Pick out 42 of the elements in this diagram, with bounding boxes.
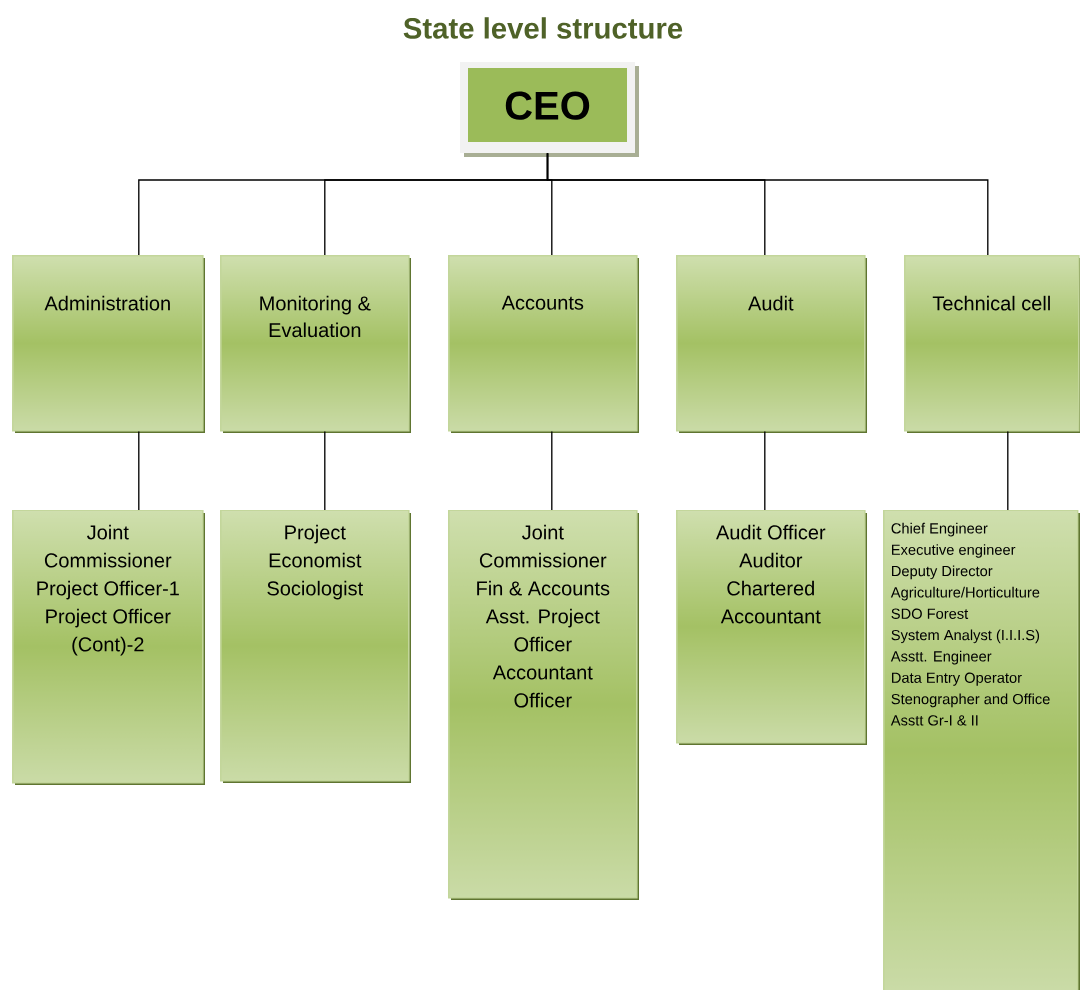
staff-role: Project Economist <box>269 524 362 568</box>
title: State level structure <box>403 17 683 39</box>
connector-line <box>546 152 989 256</box>
department-name: Monitoring & Evaluation <box>260 295 371 338</box>
ceo-box: CEO <box>460 62 639 157</box>
staff-role: System Analyst (I.I.I.S) <box>891 629 1040 644</box>
connector-line <box>138 430 140 511</box>
staff-role: Joint Commissioner Fin & Accounts <box>477 524 610 596</box>
staff-role: Asst. Project Officer <box>485 608 600 652</box>
department-box <box>448 255 639 433</box>
department-box <box>12 255 205 433</box>
staff-box <box>448 510 639 900</box>
staff-role: Project Officer-1 <box>37 580 179 600</box>
staff-role: Deputy Director Agriculture/Horticulture <box>890 565 1040 601</box>
staff-role: Sociologist <box>267 580 363 600</box>
staff-role: Accountant Officer <box>492 665 593 708</box>
staff-role: Executive engineer <box>892 544 1016 558</box>
staff-role: Joint Commissioner <box>44 524 172 568</box>
staff-box <box>220 510 411 783</box>
staff-role: Chief Engineer <box>891 522 988 537</box>
department-name: Accounts <box>501 295 584 310</box>
staff-role: Data Entry Operator <box>892 672 1022 686</box>
staff-role: Auditor <box>739 552 803 568</box>
staff-box <box>883 510 1080 990</box>
staff-role: Project Officer (Cont)-2 <box>46 608 171 656</box>
department-box <box>220 255 411 433</box>
connector-line <box>324 430 326 511</box>
connector-line <box>764 430 766 511</box>
staff-role: Audit Officer <box>716 524 826 540</box>
department-box <box>676 255 867 433</box>
staff-role: SDO Forest <box>891 608 969 619</box>
department-name: Administration <box>44 295 170 311</box>
staff-role: Stenographer and Office Asstt Gr-I & II <box>890 693 1050 726</box>
staff-box <box>12 510 205 785</box>
department-box <box>904 255 1080 433</box>
department-name: Audit <box>748 295 794 311</box>
connector-line <box>551 430 553 511</box>
connector-line <box>1007 430 1009 511</box>
staff-box <box>676 510 867 745</box>
staff-role: Asstt. Engineer <box>890 650 992 665</box>
department-name: Technical cell <box>932 295 1050 311</box>
staff-role: Chartered Accountant <box>720 580 821 624</box>
